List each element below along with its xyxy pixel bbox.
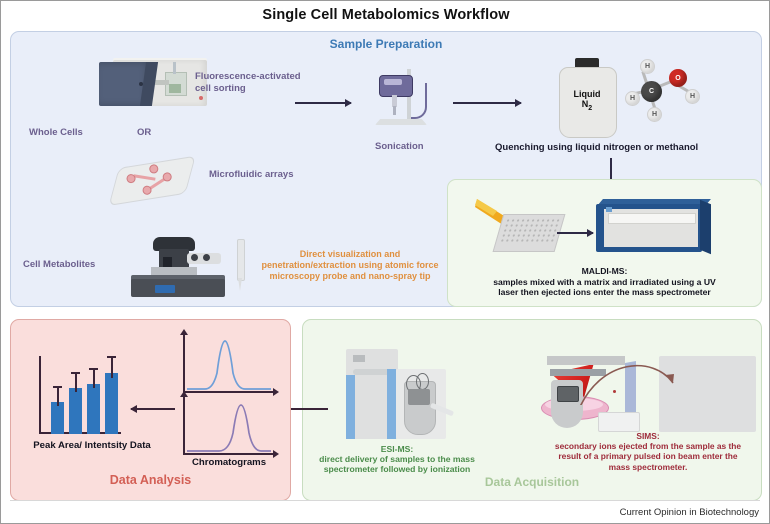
arrow-chromatograms-to-peak-area <box>130 405 175 412</box>
sims-description: secondary ions ejected from the sample a… <box>554 441 742 472</box>
bar <box>51 402 64 434</box>
journal-attribution: Current Opinion in Biotechnology <box>619 507 759 518</box>
hydrogen-atom: H <box>625 91 640 106</box>
sample-preparation-label: Sample Preparation <box>329 37 443 51</box>
bar <box>69 388 82 434</box>
microfluidic-label: Microfluidic arrays <box>209 169 294 180</box>
esi-title: ESI-MS: <box>380 444 414 454</box>
arrow-plate-to-spectrometer <box>557 229 594 236</box>
bar <box>87 384 100 434</box>
sims-instrument-icon <box>541 356 756 438</box>
maldi-sample-plate-icon <box>492 214 566 252</box>
atomic-force-microscope-icon <box>129 235 227 297</box>
methanol-molecule-icon: H H H H C O <box>623 59 701 123</box>
quenching-label: Quenching using liquid nitrogen or metha… <box>495 142 699 153</box>
sonication-label: Sonication <box>375 141 424 152</box>
carbon-atom: C <box>641 81 662 102</box>
oxygen-atom: O <box>669 69 687 87</box>
uv-laser-beam-icon <box>475 197 515 229</box>
sonicator-icon <box>369 69 433 129</box>
liquid-nitrogen-text: Liquid N2 <box>573 89 601 113</box>
or-label: OR <box>137 127 152 138</box>
facs-label: Fluorescence-activated cell sorting <box>195 71 301 94</box>
sims-title: SIMS: <box>636 431 660 441</box>
data-analysis-label: Data Analysis <box>109 473 192 487</box>
flow-cytometer-icon <box>99 58 209 110</box>
chromatogram-top-chart <box>180 329 279 396</box>
cell-metabolites-label: Cell Metabolites <box>23 259 96 270</box>
data-acquisition-label: Data Acquisition <box>484 475 580 489</box>
whole-cells-label: Whole Cells <box>29 127 83 138</box>
arrow-sonication-to-quenching <box>453 99 522 106</box>
arrow-sorting-to-sonication <box>295 99 352 106</box>
peak-area-label: Peak Area/ Intentsity Data <box>33 440 151 451</box>
sims-ion-path-arrow <box>580 364 674 405</box>
chromatograms-label: Chromatograms <box>191 457 267 468</box>
hydrogen-atom: H <box>685 89 700 104</box>
maldi-title: MALDI-MS: <box>581 266 628 276</box>
hydrogen-atom: H <box>647 107 662 122</box>
chromatogram-bottom-chart <box>180 391 279 458</box>
maldi-description: samples mixed with a matrix and irradiat… <box>493 277 716 298</box>
hydrogen-atom: H <box>640 59 655 74</box>
bar <box>105 373 118 434</box>
afm-description: Direct visualization and penetration/ext… <box>261 249 439 281</box>
esi-description: direct delivery of samples to the mass s… <box>319 454 475 475</box>
peak-area-bar-chart <box>39 356 123 434</box>
maldi-mass-spectrometer-icon <box>596 199 712 255</box>
liquid-nitrogen-bottle-icon: Liquid N2 <box>559 58 617 138</box>
footer-divider <box>10 500 760 501</box>
nano-spray-tip-icon <box>236 239 245 291</box>
figure-title: Single Cell Metabolomics Workflow <box>262 7 510 23</box>
esi-mass-spectrometer-icon <box>346 349 455 439</box>
